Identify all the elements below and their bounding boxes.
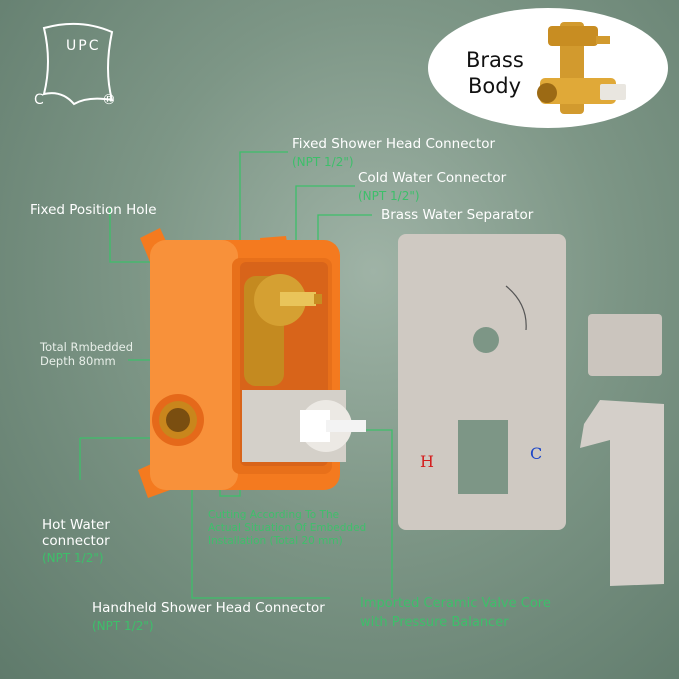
fixed-position-hole-label: Fixed Position Hole: [30, 202, 157, 218]
brass-body-icon: [537, 22, 626, 114]
valve-core-line2: with Pressure Balancer: [360, 615, 509, 630]
hot-water-line1: Hot Water: [42, 517, 110, 533]
valve-core-line1: Imported Ceramic Valve Core: [360, 596, 551, 611]
registered-mark: ®: [102, 92, 116, 108]
hot-water-npt: (NPT 1/2"): [42, 551, 104, 565]
cold-water-label: Cold Water Connector: [358, 170, 507, 186]
embedded-depth-line2: Depth 80mm: [40, 354, 116, 368]
plate-hot-label: H: [420, 452, 434, 471]
inset-title-line1: Brass: [466, 48, 524, 72]
handheld-npt: (NPT 1/2"): [92, 619, 154, 633]
cutting-note-line2: Actual Situation Of Embedded: [208, 522, 367, 534]
cold-water-npt: (NPT 1/2"): [358, 189, 420, 203]
brass-body-inset: [428, 8, 668, 128]
fixed-shower-head-label: Fixed Shower Head Connector: [292, 136, 496, 152]
fixed-shower-head-npt: (NPT 1/2"): [292, 155, 354, 169]
cutting-note-line1: Cutting According To The: [208, 509, 340, 521]
inset-title-line2: Body: [468, 74, 522, 98]
upc-shield-icon: [42, 22, 114, 106]
lever-handle: [580, 314, 664, 586]
rough-in-box: [138, 228, 366, 498]
upc-mark: UPC: [66, 38, 101, 54]
trim-plate: [398, 234, 566, 530]
embedded-depth-line1: Total Rmbedded: [40, 340, 134, 354]
cutting-note-line3: Installation (Total 20 mm): [208, 535, 343, 547]
handheld-label: Handheld Shower Head Connector: [92, 600, 325, 616]
brass-separator-label: Brass Water Separator: [381, 207, 534, 223]
plate-cold-label: C: [530, 444, 543, 463]
hot-water-line2: connector: [42, 533, 110, 549]
c-mark: C: [34, 92, 44, 108]
